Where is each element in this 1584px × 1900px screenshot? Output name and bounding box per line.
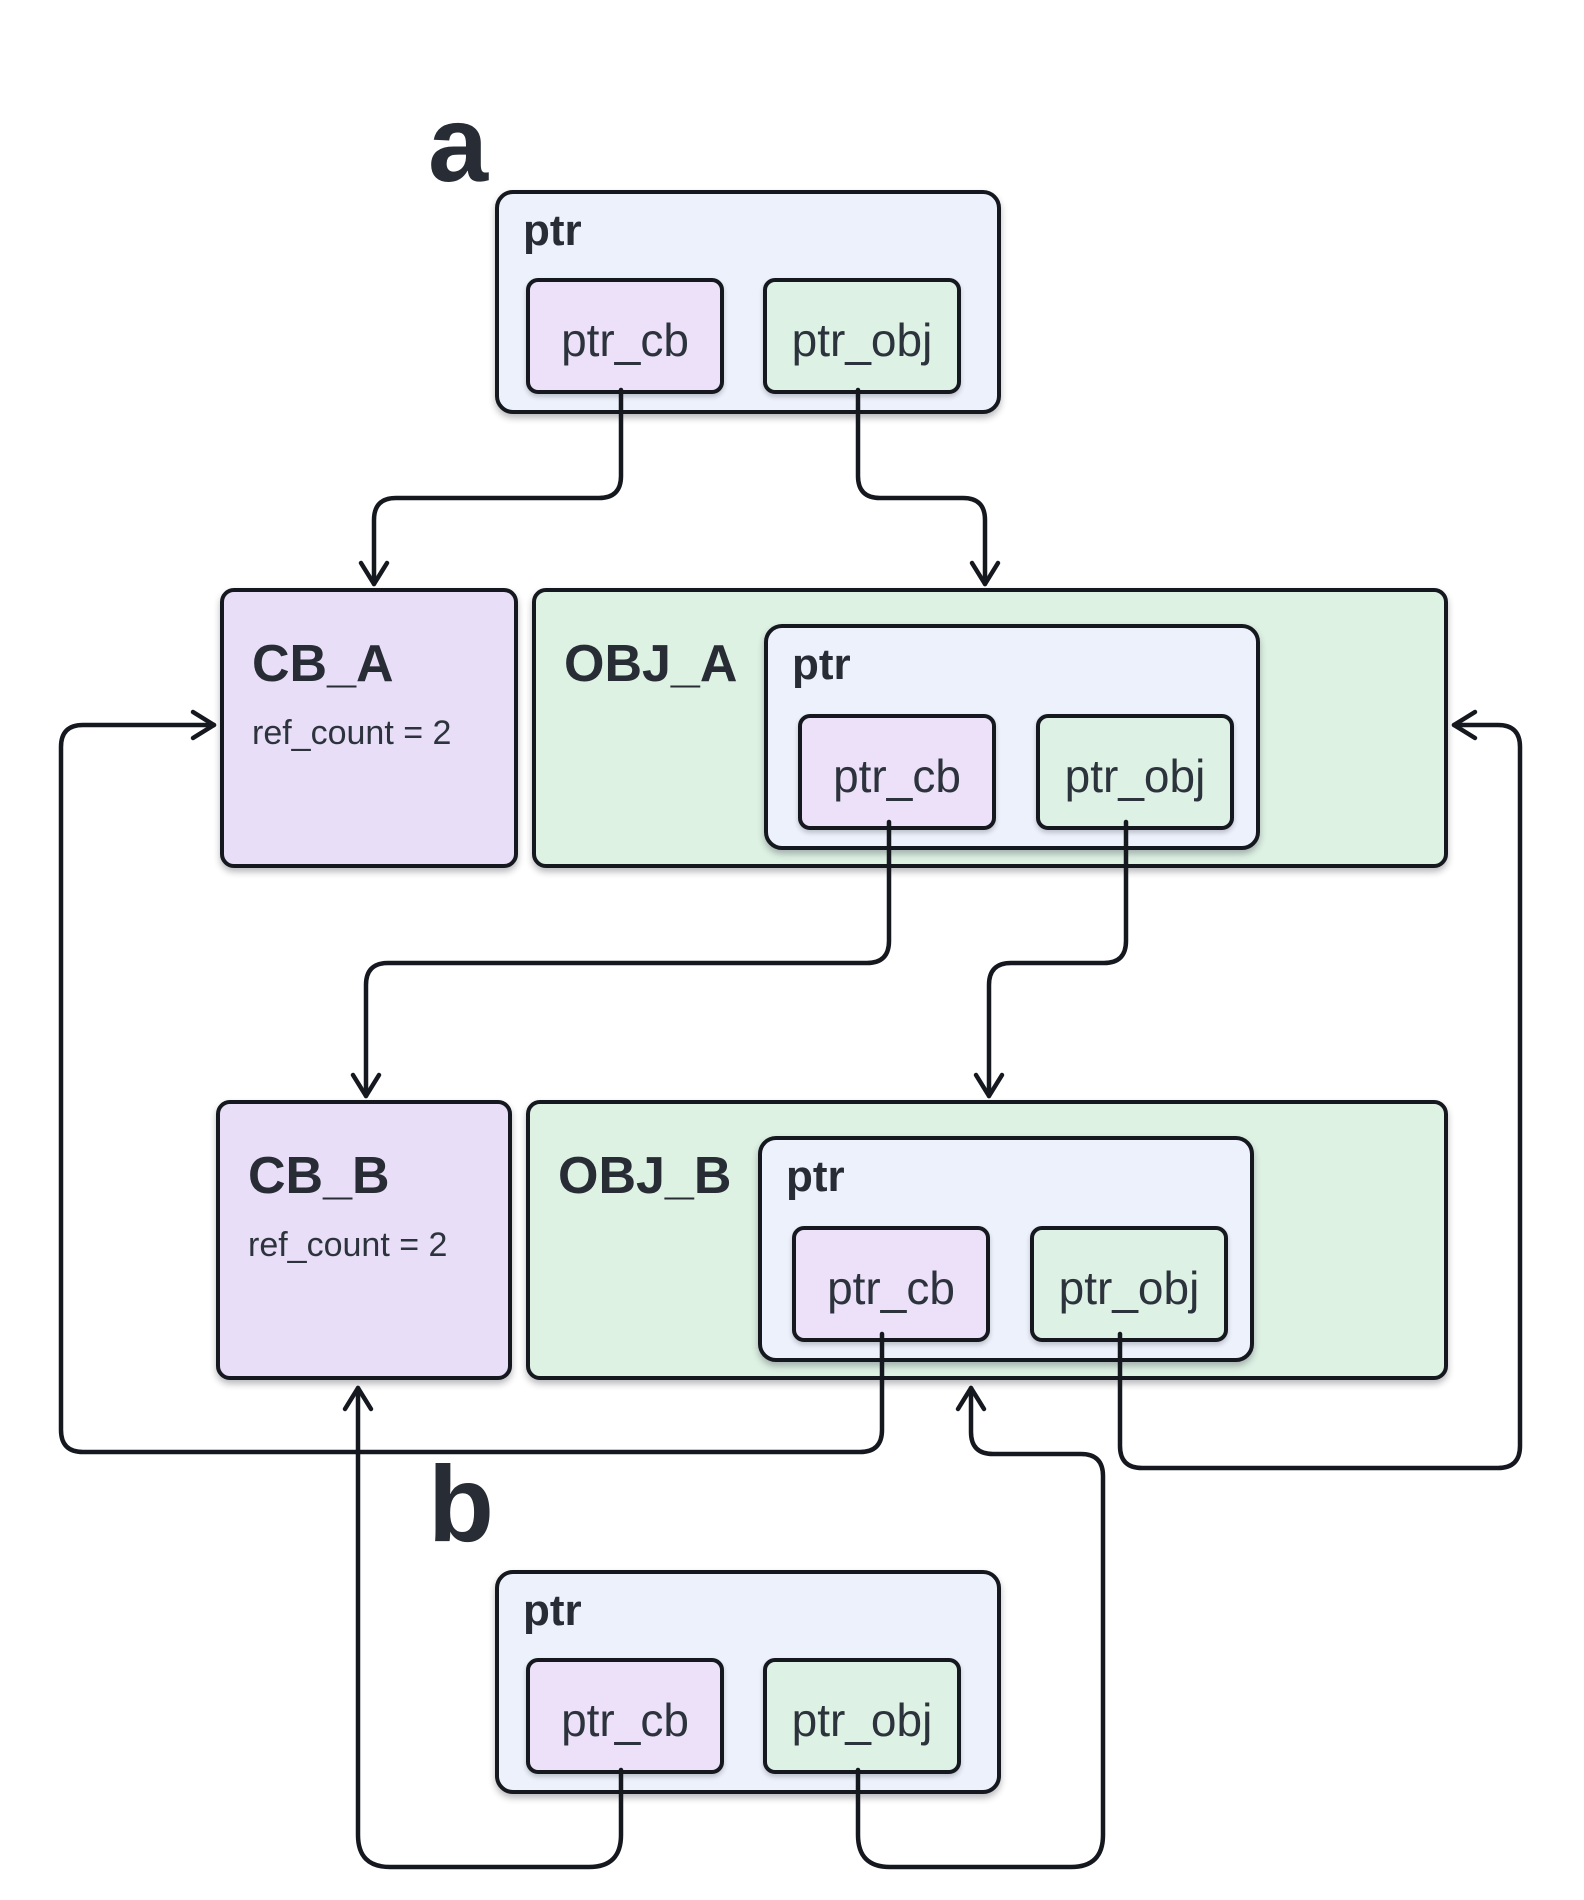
obj-a-ptr-title: ptr bbox=[792, 640, 851, 689]
top-ptr-cb-field: ptr_cb bbox=[526, 278, 724, 394]
obj-a-ptr-box: ptr ptr_cb ptr_obj bbox=[764, 624, 1260, 850]
edge-topptr-obj-to-obja-icon bbox=[855, 387, 1001, 587]
cb-b-ref-count: ref_count = 2 bbox=[248, 1226, 448, 1264]
obj-b-ptr-box: ptr ptr_cb ptr_obj bbox=[758, 1136, 1254, 1362]
section-a-label: a bbox=[428, 83, 489, 204]
section-b-label: b bbox=[428, 1443, 494, 1564]
edge-topptr-cb-to-cba-icon bbox=[358, 387, 624, 587]
top-ptr-title: ptr bbox=[523, 206, 582, 255]
bottom-ptr-cb-field: ptr_cb bbox=[526, 1658, 724, 1774]
top-ptr-obj-field: ptr_obj bbox=[763, 278, 961, 394]
obj-a-ptr-obj-field: ptr_obj bbox=[1036, 714, 1234, 830]
obj-b-block: OBJ_B ptr ptr_cb ptr_obj bbox=[526, 1100, 1448, 1380]
bottom-ptr-box: ptr ptr_cb ptr_obj bbox=[495, 1570, 1001, 1794]
cb-b-block: CB_B ref_count = 2 bbox=[216, 1100, 512, 1380]
cb-a-title: CB_A bbox=[252, 635, 394, 693]
obj-a-title: OBJ_A bbox=[564, 635, 738, 693]
bottom-ptr-obj-field: ptr_obj bbox=[763, 1658, 961, 1774]
cb-b-title: CB_B bbox=[248, 1147, 390, 1205]
obj-b-title: OBJ_B bbox=[558, 1147, 732, 1205]
obj-b-ptr-obj-field: ptr_obj bbox=[1030, 1226, 1228, 1342]
bottom-ptr-title: ptr bbox=[523, 1586, 582, 1635]
obj-a-block: OBJ_A ptr ptr_cb ptr_obj bbox=[532, 588, 1448, 868]
obj-a-ptr-cb-field: ptr_cb bbox=[798, 714, 996, 830]
top-ptr-box: ptr ptr_cb ptr_obj bbox=[495, 190, 1001, 414]
cb-a-ref-count: ref_count = 2 bbox=[252, 714, 452, 752]
obj-b-ptr-title: ptr bbox=[786, 1152, 845, 1201]
cb-a-block: CB_A ref_count = 2 bbox=[220, 588, 518, 868]
obj-b-ptr-cb-field: ptr_cb bbox=[792, 1226, 990, 1342]
